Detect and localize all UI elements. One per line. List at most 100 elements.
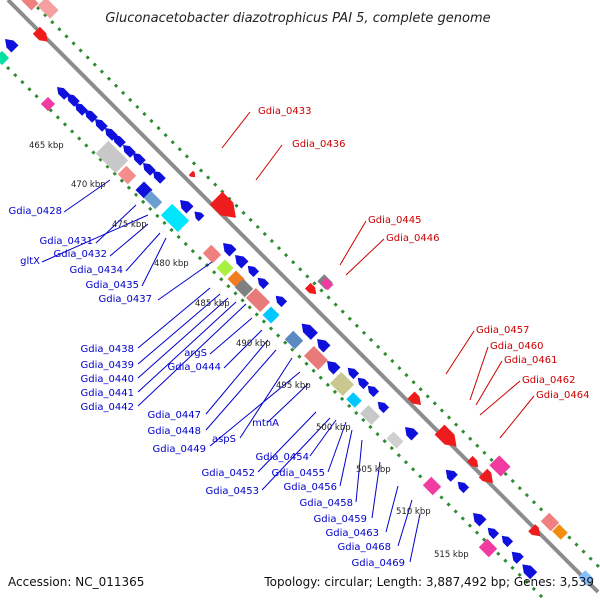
reverse-gene-label: argS <box>184 348 207 359</box>
gene-feature <box>422 476 442 496</box>
reverse-gene-label: Gdia_0452 <box>202 468 255 479</box>
gene-feature <box>223 243 237 257</box>
gene-feature <box>457 481 470 494</box>
gene-feature <box>528 524 541 537</box>
reverse-gene-label: Gdia_0431 <box>40 236 93 247</box>
gene-feature <box>501 535 514 548</box>
gene-feature <box>489 455 511 477</box>
reverse-gene-label: Gdia_0444 <box>168 362 221 373</box>
reverse-gene-label: Gdia_0439 <box>81 360 134 371</box>
reverse-gene-label: Gdia_0456 <box>284 482 337 493</box>
gene-feature <box>478 538 498 558</box>
gene-feature <box>303 345 329 371</box>
reverse-gene-label: Gdia_0437 <box>99 294 152 305</box>
leader-line <box>499 395 535 439</box>
reverse-gene-label: Gdia_0455 <box>272 468 325 479</box>
coordinate-tick-label: 485 kbp <box>195 299 230 309</box>
leader-line <box>209 371 301 447</box>
forward-gene-label: Gdia_0433 <box>258 106 311 117</box>
leader-line <box>475 360 503 406</box>
gene-feature <box>487 527 500 540</box>
leader-line <box>41 214 149 263</box>
leader-line <box>141 237 167 287</box>
reverse-gene-label: Gdia_0453 <box>206 486 259 497</box>
gene-feature <box>445 469 458 482</box>
leader-line <box>371 461 381 519</box>
forward-gene-label: Gdia_0464 <box>536 390 589 401</box>
gene-feature <box>153 171 166 184</box>
gene-feature <box>317 339 331 353</box>
reverse-gene-label: Gdia_0434 <box>70 265 123 276</box>
topology-text: Topology: circular; Length: 3,887,492 bp… <box>263 575 594 589</box>
leader-line <box>205 339 269 415</box>
gene-feature <box>347 367 360 380</box>
genome-backbone <box>6 0 600 594</box>
reverse-gene-label: mtnA <box>252 418 279 429</box>
gene-feature <box>262 306 280 324</box>
coordinate-tick-label: 475 kbp <box>112 220 147 230</box>
reverse-gene-label: Gdia_0468 <box>338 542 391 553</box>
gene-feature <box>194 211 205 222</box>
coordinate-tick-label: 495 kbp <box>276 381 311 391</box>
gene-feature <box>57 87 70 100</box>
leader-line <box>339 429 353 487</box>
gene-feature <box>360 405 380 425</box>
reverse-gene-label: gltX <box>20 256 40 267</box>
gene-feature <box>478 468 493 483</box>
forward-gene-label: Gdia_0445 <box>368 215 421 226</box>
gene-feature <box>578 570 594 586</box>
gene-feature <box>202 244 222 264</box>
gene-feature <box>143 163 156 176</box>
leader-line <box>397 499 413 547</box>
gene-feature <box>0 50 10 66</box>
gene-features <box>0 0 594 586</box>
gene-feature <box>327 361 341 375</box>
leader-line <box>63 179 111 213</box>
reverse-gene-label: Gdia_0428 <box>9 206 62 217</box>
gene-labels: Gdia_0433Gdia_0436Gdia_0445Gdia_0446Gdia… <box>9 106 590 569</box>
coordinate-tick-label: 510 kbp <box>396 507 431 517</box>
gene-feature <box>216 259 234 277</box>
leader-line <box>137 293 221 365</box>
reverse-gene-label: Gdia_0459 <box>314 514 367 525</box>
leader-line <box>257 411 317 473</box>
accession-text: Accession: NC_011365 <box>8 575 144 589</box>
gene-feature <box>257 277 270 290</box>
leader-line <box>309 419 337 457</box>
coordinate-tick-label: 500 kbp <box>316 423 351 433</box>
gene-feature <box>40 96 56 112</box>
gene-feature <box>466 455 479 468</box>
leader-line <box>255 144 283 181</box>
reverse-gene-label: Gdia_0469 <box>352 558 405 569</box>
label-leader-lines <box>41 111 535 563</box>
gene-feature <box>540 512 560 532</box>
leader-line <box>385 485 399 533</box>
leader-line <box>345 238 385 276</box>
gene-feature <box>117 165 137 185</box>
gene-feature <box>473 513 487 527</box>
gene-feature <box>275 295 288 308</box>
gene-feature <box>37 0 59 19</box>
forward-gene-label: Gdia_0446 <box>386 233 439 244</box>
reverse-gene-label: Gdia_0442 <box>81 402 134 413</box>
reverse-gene-label: Gdia_0454 <box>256 452 309 463</box>
gene-feature <box>377 401 390 414</box>
leader-line <box>95 204 137 244</box>
leader-line <box>137 287 211 349</box>
forward-gene-label: Gdia_0462 <box>522 375 575 386</box>
gene-feature <box>160 203 190 233</box>
reverse-gene-label: Gdia_0440 <box>81 374 134 385</box>
leader-line <box>261 417 331 491</box>
reverse-gene-label: aspS <box>212 434 236 445</box>
coordinate-tick-label: 480 kbp <box>154 259 189 269</box>
gene-feature <box>235 255 249 269</box>
leader-line <box>469 346 489 401</box>
gene-feature <box>188 170 196 178</box>
gene-feature <box>522 564 538 580</box>
leader-line <box>355 439 363 503</box>
coordinate-tick-label: 505 kbp <box>356 465 391 475</box>
leader-line <box>205 349 277 431</box>
leader-line <box>445 330 475 375</box>
gene-feature <box>552 524 568 540</box>
